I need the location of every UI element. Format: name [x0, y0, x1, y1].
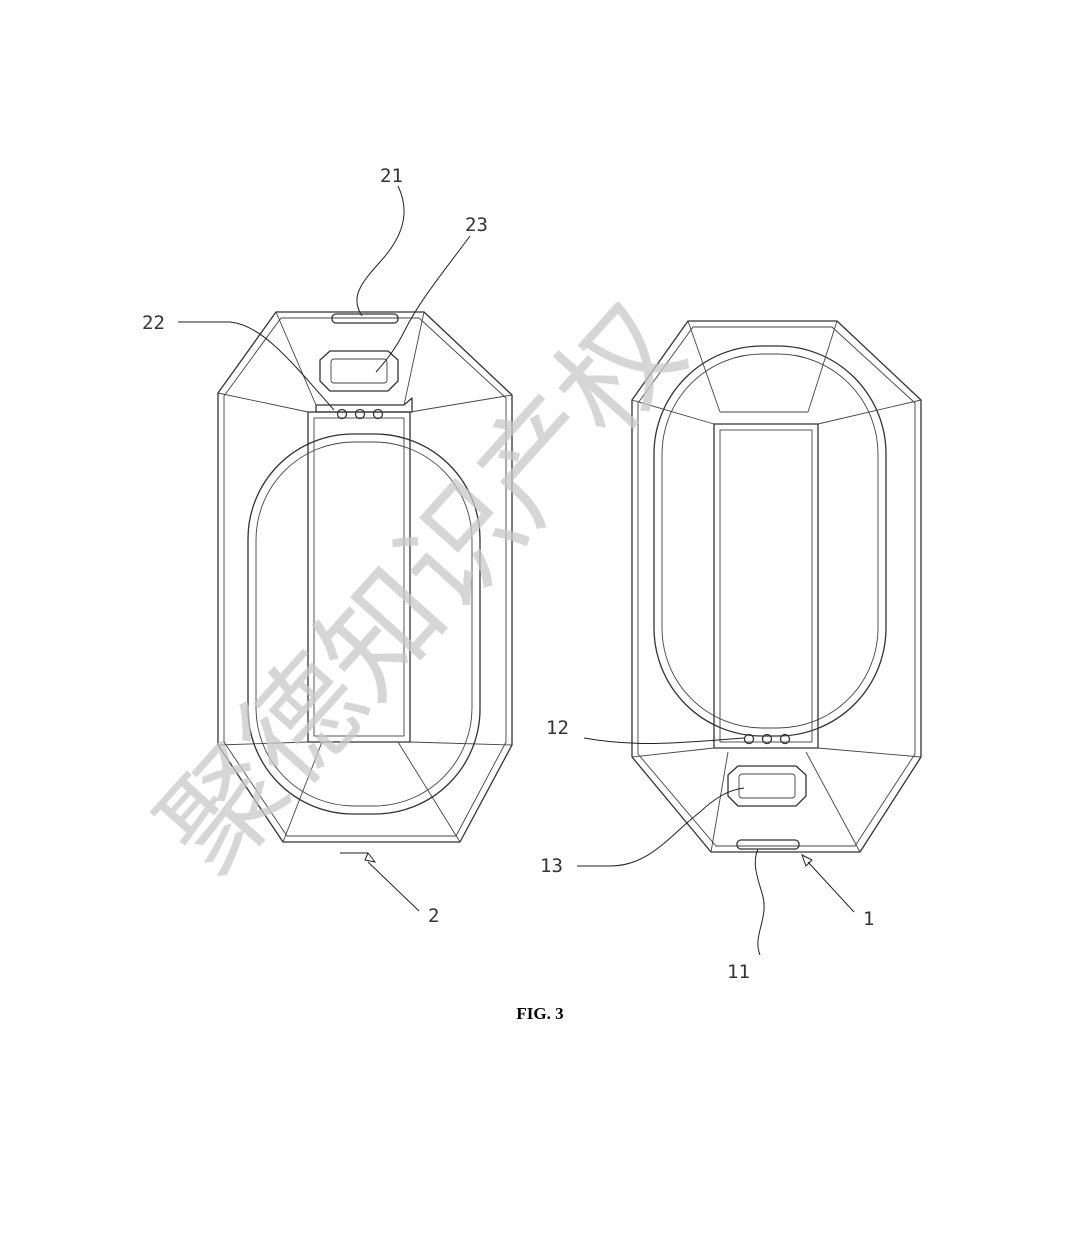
- ref-label-1: 1: [863, 908, 874, 930]
- ref-label-2: 2: [428, 905, 439, 927]
- ref-label-13: 13: [540, 855, 563, 877]
- ref-label-11: 11: [727, 961, 750, 983]
- ref-label-21: 21: [380, 165, 403, 187]
- ref-label-23: 23: [465, 214, 488, 236]
- ref-label-12: 12: [546, 717, 569, 739]
- device-part-1: [631, 320, 922, 853]
- device-part-2: [217, 311, 513, 843]
- leader-lines: [178, 185, 855, 956]
- figure-caption: FIG. 3: [516, 1004, 564, 1023]
- ref-label-22: 22: [142, 312, 165, 334]
- watermark: 聚德知识产权: [133, 280, 709, 898]
- reference-numerals: 21 23 22 2 12 13 1 11: [142, 165, 874, 983]
